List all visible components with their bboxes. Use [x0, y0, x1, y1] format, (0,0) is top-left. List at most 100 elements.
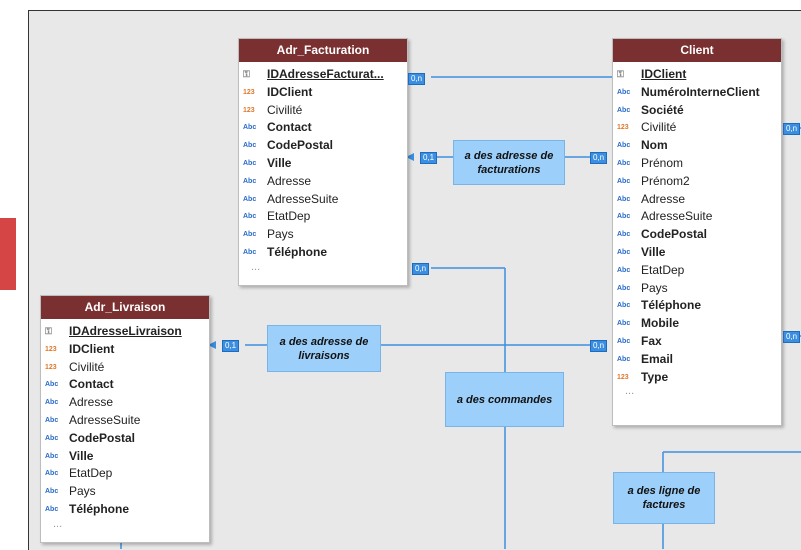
field-name: Civilité: [69, 359, 105, 374]
cardinality-label: 0,n: [783, 331, 801, 343]
text-type-icon: Abc: [617, 142, 631, 150]
entity-field[interactable]: Abc Pays: [41, 483, 209, 501]
text-type-icon: Abc: [617, 284, 631, 292]
assoc-livraisons[interactable]: a des adresse de livraisons: [267, 325, 381, 372]
field-name: Email: [641, 351, 674, 366]
text-type-icon: Abc: [243, 142, 257, 150]
text-type-icon: Abc: [45, 434, 59, 442]
field-name: Civilité: [267, 102, 303, 117]
text-type-icon: Abc: [243, 231, 257, 239]
field-name: CodePostal: [267, 138, 334, 153]
field-name: IDClient: [69, 341, 115, 356]
field-name: AdresseSuite: [641, 209, 713, 224]
text-type-icon: Abc: [617, 88, 631, 96]
numeric-type-icon: 123: [617, 124, 629, 132]
cardinality-label: 0,n: [590, 340, 608, 352]
field-name: Pays: [641, 280, 668, 295]
text-type-icon: Abc: [243, 124, 257, 132]
key-icon: ⚿: [617, 69, 624, 79]
entity-title: Client: [613, 39, 781, 62]
assoc-lignes-factures[interactable]: a des ligne de factures: [613, 472, 715, 524]
entity-field[interactable]: 123 Civilité: [239, 102, 407, 120]
text-type-icon: Abc: [617, 231, 631, 239]
field-name: Nom: [641, 138, 668, 153]
assoc-facturations[interactable]: a des adresse de facturations: [453, 140, 565, 185]
assoc-commandes[interactable]: a des commandes: [445, 372, 564, 427]
field-name: Mobile: [641, 316, 679, 331]
entity-field[interactable]: ⚿IDAdresseFacturat...: [239, 66, 407, 84]
field-name: IDClient: [267, 84, 313, 99]
field-name: IDAdresseFacturat...: [267, 67, 384, 81]
entity-field[interactable]: Abc Pays: [613, 280, 781, 298]
text-type-icon: Abc: [617, 213, 631, 221]
text-type-icon: Abc: [243, 159, 257, 167]
entity-field[interactable]: Abc Adresse: [41, 394, 209, 412]
field-name: CodePostal: [641, 227, 708, 242]
field-name: Fax: [641, 333, 662, 348]
entity-field[interactable]: Abc CodePostal: [613, 226, 781, 244]
red-marker: [0, 218, 16, 290]
cardinality-label: 0,n: [408, 73, 426, 85]
field-name: IDAdresseLivraison: [69, 324, 182, 338]
entity-field[interactable]: ⚿IDClient: [613, 66, 781, 84]
field-name: Téléphone: [267, 244, 328, 259]
cardinality-label: 0,n: [783, 123, 801, 135]
field-name: AdresseSuite: [267, 191, 339, 206]
numeric-type-icon: 123: [243, 106, 255, 114]
text-type-icon: Abc: [45, 470, 59, 478]
text-type-icon: Abc: [45, 488, 59, 496]
field-name: Adresse: [69, 395, 114, 410]
entity-field[interactable]: Abc Email: [613, 351, 781, 369]
entity-field[interactable]: Abc Téléphone: [41, 501, 209, 519]
entity-field[interactable]: ⚿IDAdresseLivraison: [41, 323, 209, 341]
text-type-icon: Abc: [617, 355, 631, 363]
text-type-icon: Abc: [45, 452, 59, 460]
entity-field[interactable]: Abc Nom: [613, 137, 781, 155]
field-name: Ville: [641, 244, 666, 259]
text-type-icon: Abc: [617, 195, 631, 203]
entity-field[interactable]: Abc AdresseSuite: [613, 208, 781, 226]
cardinality-label: 0,1: [420, 152, 438, 164]
text-type-icon: Abc: [45, 399, 59, 407]
more-fields-indicator: ...: [53, 517, 63, 530]
field-name: Pays: [69, 484, 96, 499]
left-margin-strip: [0, 0, 27, 549]
entity-field[interactable]: Abc CodePostal: [239, 137, 407, 155]
field-name: Téléphone: [641, 298, 702, 313]
entity-adr-facturation[interactable]: Adr_Facturation ⚿IDAdresseFacturat...123…: [238, 38, 408, 286]
text-type-icon: Abc: [45, 505, 59, 513]
field-name: AdresseSuite: [69, 412, 141, 427]
entity-title: Adr_Livraison: [41, 296, 209, 319]
field-name: Téléphone: [69, 501, 130, 516]
